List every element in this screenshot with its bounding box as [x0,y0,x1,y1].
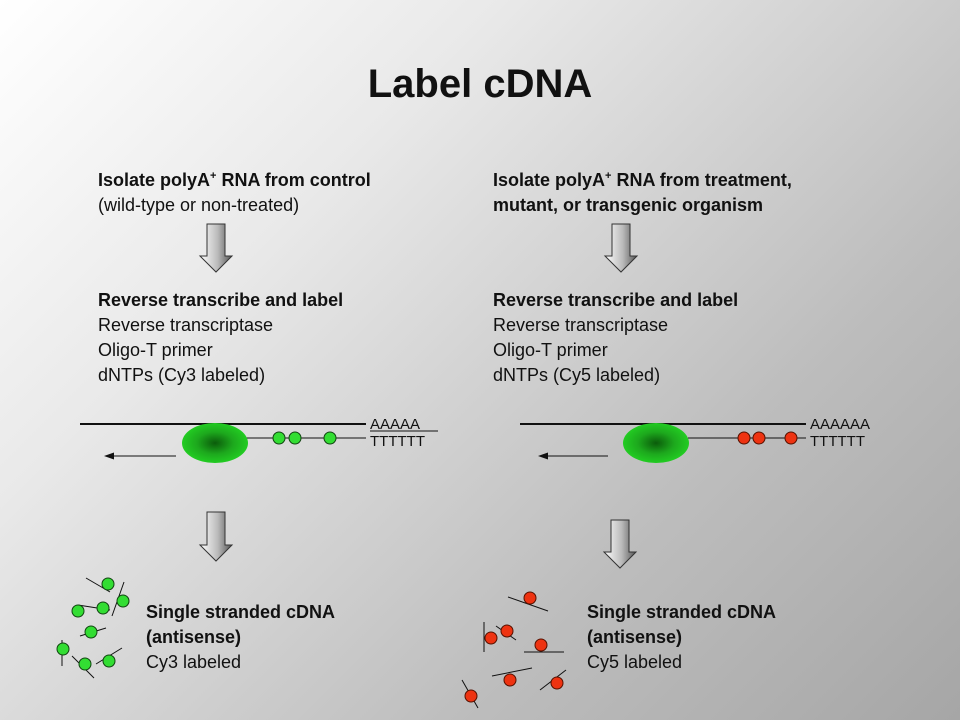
cy3-dye-dot [272,431,286,445]
right-seq-top: AAAAAA [810,416,870,433]
left-isolate-line1: Isolate polyA [98,170,211,190]
cy3-dye-dot [71,604,85,618]
left-rt-item: dNTPs (Cy3 labeled) [98,365,266,385]
cy5-dye-dot [550,676,564,690]
left-isolate-text: Isolate polyA+ RNA from control (wild-ty… [98,168,371,218]
right-result-line2: (antisense) [587,627,683,647]
left-rt-item: Oligo-T primer [98,340,213,360]
cy5-dye-dot [523,591,537,605]
down-arrow-icon [602,519,638,569]
right-rt-text: Reverse transcribe and label Reverse tra… [493,288,738,388]
left-isolate-sup: + [210,170,217,182]
arrowhead-icon [104,452,114,460]
left-isolate-line1-rest: RNA from control [216,170,371,190]
cy5-dye-dot [737,431,751,445]
right-rt-item: Oligo-T primer [493,340,608,360]
down-arrow-icon [198,511,234,562]
right-seq-bottom: TTTTTT [810,433,865,450]
cy3-dye-dot [78,657,92,671]
right-isolate-text: Isolate polyA+ RNA from treatment, mutan… [493,168,792,218]
cy5-dye-dot [784,431,798,445]
down-arrow-icon [603,223,639,273]
left-transcription-schematic: AAAAA TTTTTT [80,416,438,463]
cy5-labeled-cdna-fragments [461,591,567,709]
cy3-dye-dot [101,577,115,591]
left-isolate-line2: (wild-type or non-treated) [98,195,300,215]
left-result-text: Single stranded cDNA (antisense) Cy3 lab… [146,600,335,675]
left-rt-heading: Reverse transcribe and label [98,290,344,310]
cy5-dye-dot [534,638,548,652]
right-rt-item: Reverse transcriptase [493,315,669,335]
cy3-labeled-cdna-fragments [56,577,130,679]
cy3-dye-dot [288,431,302,445]
cy3-dye-dot [323,431,337,445]
cy5-dye-dot [503,673,517,687]
left-result-line1: Single stranded cDNA [146,602,336,622]
cy3-dye-dot [56,642,70,656]
page-title: Label cDNA [367,62,593,106]
cdna-fragment [491,667,533,677]
right-result-text: Single stranded cDNA (antisense) Cy5 lab… [587,600,776,675]
right-isolate-line1: Isolate polyA [493,170,606,190]
right-rt-item: dNTPs (Cy5 labeled) [493,365,661,385]
left-seq-bottom: TTTTTT [370,433,425,450]
right-isolate-line2: mutant, or transgenic organism [493,195,764,215]
reverse-transcriptase-enzyme [623,423,689,463]
cy3-dye-dot [116,594,130,608]
cy5-dye-dot [500,624,514,638]
cy5-dye-dot [464,689,478,703]
cy3-dye-dot [102,654,116,668]
cy5-dye-dot [484,631,498,645]
right-transcription-schematic: AAAAAA TTTTTT [520,416,870,463]
cy3-dye-dot [84,625,98,639]
left-result-line2: (antisense) [146,627,242,647]
right-result-line1: Single stranded cDNA [587,602,777,622]
arrowhead-icon [538,452,548,460]
left-seq-top: AAAAA [370,416,420,433]
right-rt-heading: Reverse transcribe and label [493,290,739,310]
right-isolate-line1-rest: RNA from treatment, [611,170,792,190]
right-result-line3: Cy5 labeled [587,652,683,672]
left-rt-text: Reverse transcribe and label Reverse tra… [98,288,343,388]
cy3-dye-dot [96,601,110,615]
reverse-transcriptase-enzyme [182,423,248,463]
right-isolate-sup: + [605,170,612,182]
down-arrow-icon [198,223,234,273]
cy5-dye-dot [752,431,766,445]
left-rt-item: Reverse transcriptase [98,315,274,335]
left-result-line3: Cy3 labeled [146,652,242,672]
